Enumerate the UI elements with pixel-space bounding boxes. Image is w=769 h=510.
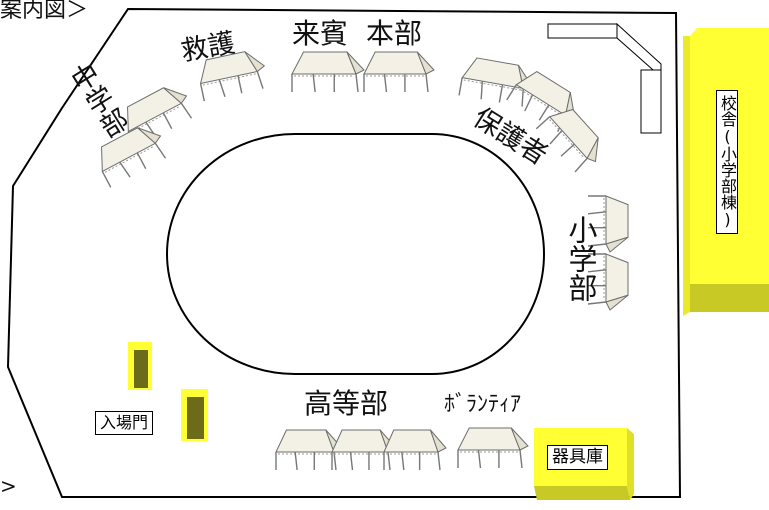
equipment-storage-label: 器具庫 — [547, 445, 608, 470]
tent-volunteer — [457, 427, 529, 469]
tent-junior-high — [101, 127, 167, 188]
tent-high-school — [275, 429, 343, 471]
tent-guests — [291, 51, 365, 93]
tent-headquarters — [363, 51, 435, 93]
tent-label-headquarters: 本部 — [366, 17, 423, 50]
gate-post-right — [181, 389, 208, 441]
tent-rescue — [199, 51, 266, 102]
tents-layer — [101, 51, 629, 471]
running-track — [166, 133, 545, 375]
tent-label-volunteer: ﾎﾞﾗﾝﾃｨｱ — [444, 392, 522, 417]
map-title-fragment: 案内図＞ — [0, 0, 89, 23]
tent-guardians — [535, 108, 599, 173]
gate-post-left — [128, 342, 152, 390]
tent-label-high-school: 高等部 — [304, 387, 389, 420]
tent-label-elementary: 小学部 — [564, 215, 598, 302]
outline-structure — [547, 22, 662, 134]
tent-label-guests: 来賓 — [292, 17, 349, 50]
tent-high-school — [383, 429, 447, 471]
tent-elementary — [587, 195, 629, 253]
entrance-gate-label: 入場門 — [95, 411, 154, 435]
tent-elementary — [587, 253, 629, 311]
grounds-boundary — [6, 7, 682, 498]
school-building-label: 校舎(小学部棟) — [716, 90, 738, 234]
bottom-fragment: > — [0, 474, 17, 498]
